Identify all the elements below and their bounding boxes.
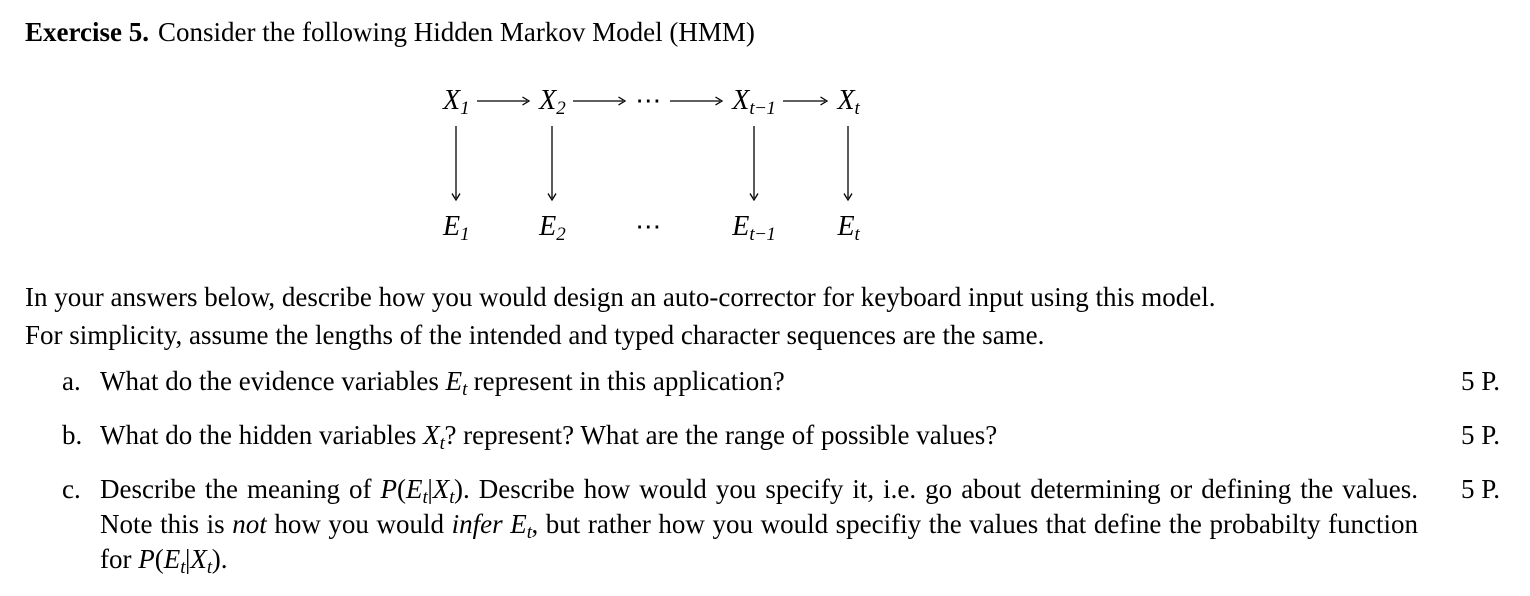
question-text: What do the evidence variables Et repres… bbox=[100, 365, 785, 400]
question-item-a: a. What do the evidence variables Et rep… bbox=[25, 364, 1500, 399]
intro-line-2: For simplicity, assume the lengths of th… bbox=[25, 319, 1045, 350]
node-xt-1: Xt−1 bbox=[732, 85, 776, 120]
arrow-right-icon bbox=[783, 96, 829, 106]
intro-paragraph: In your answers below, describe how you … bbox=[25, 278, 1500, 354]
node-e1: E1 bbox=[443, 211, 470, 246]
node-x2: X2 bbox=[539, 85, 566, 120]
node-et-1: Et−1 bbox=[732, 211, 776, 246]
arrow-right-icon bbox=[670, 96, 724, 106]
node-et: Et bbox=[837, 211, 860, 246]
arrow-down-icon bbox=[843, 125, 853, 202]
points-badge: 5 P. bbox=[1460, 365, 1500, 396]
question-label: b. bbox=[62, 419, 83, 450]
exercise-title: Exercise 5. Consider the following Hidden… bbox=[25, 14, 1500, 52]
question-text: What do the hidden variables Xt? represe… bbox=[100, 419, 998, 454]
arrow-right-icon bbox=[477, 96, 531, 106]
question-item-c: c. Describe the meaning of P(Et|Xt). Des… bbox=[25, 472, 1500, 577]
points-badge: 5 P. bbox=[1460, 473, 1500, 504]
exercise-title-text: Consider the following Hidden Markov Mod… bbox=[157, 17, 755, 47]
exercise-page: Exercise 5. Consider the following Hidden… bbox=[25, 14, 1500, 577]
intro-line-1: In your answers below, describe how you … bbox=[25, 281, 1216, 312]
points-badge: 5 P. bbox=[1460, 419, 1500, 450]
ellipsis-top: ⋯ bbox=[635, 85, 663, 115]
arrow-down-icon bbox=[451, 125, 461, 202]
arrow-down-icon bbox=[547, 125, 557, 202]
question-item-b: b. What do the hidden variables Xt? repr… bbox=[25, 418, 1500, 453]
hmm-diagram: X1 X2 ⋯ Xt−1 Xt E1 E2 ⋯ Et−1 Et bbox=[443, 78, 1500, 250]
question-text: Describe the meaning of P(Et|Xt). Descri… bbox=[100, 473, 1419, 578]
node-x1: X1 bbox=[443, 85, 470, 120]
arrow-right-icon bbox=[573, 96, 627, 106]
node-xt: Xt bbox=[837, 85, 860, 120]
question-list: a. What do the evidence variables Et rep… bbox=[25, 364, 1500, 577]
arrow-down-icon bbox=[749, 125, 759, 202]
question-label: c. bbox=[62, 473, 81, 504]
node-e2: E2 bbox=[539, 211, 566, 246]
exercise-number: Exercise 5. bbox=[25, 17, 149, 47]
ellipsis-bottom: ⋯ bbox=[635, 211, 663, 241]
question-label: a. bbox=[62, 365, 81, 396]
